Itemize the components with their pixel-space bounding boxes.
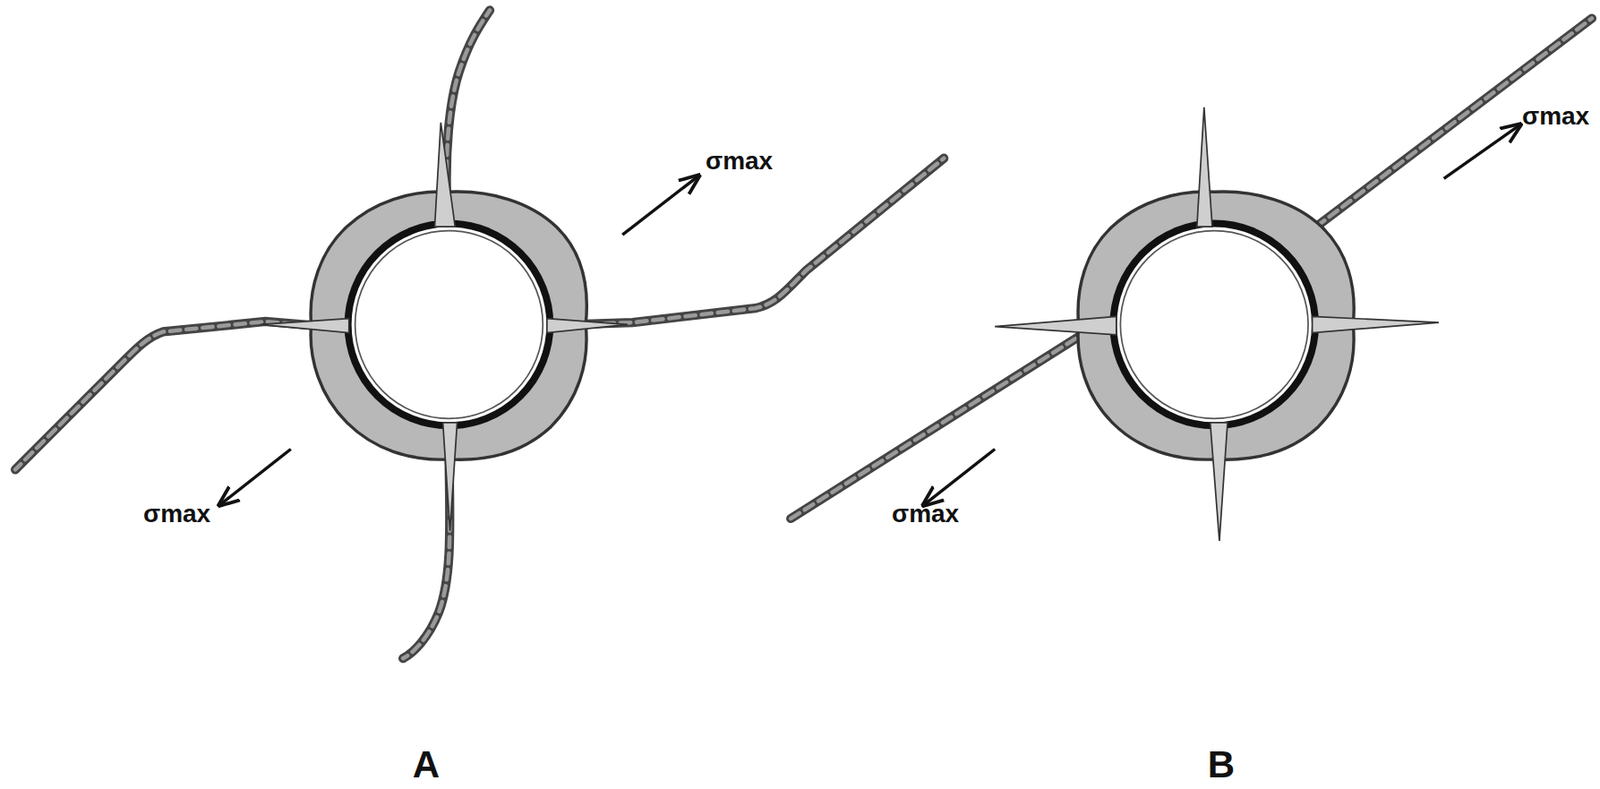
cement-sheath-a	[310, 191, 587, 460]
panel-label: A	[412, 745, 440, 784]
frac-wings-a	[260, 122, 628, 531]
stress-arrow	[1444, 124, 1521, 179]
stress-label: σmax	[1522, 103, 1590, 129]
stress-arrow	[219, 448, 291, 505]
frac-wings-b	[994, 107, 1439, 541]
fractures-a	[15, 9, 944, 659]
stress-label: σmax	[705, 148, 773, 174]
stress-label: σmax	[891, 501, 959, 527]
panel-label: B	[1207, 745, 1235, 784]
fractures-b	[790, 18, 1592, 519]
stress-arrow	[923, 448, 995, 505]
stress-arrow	[622, 175, 699, 235]
stress-label: σmax	[143, 501, 211, 527]
